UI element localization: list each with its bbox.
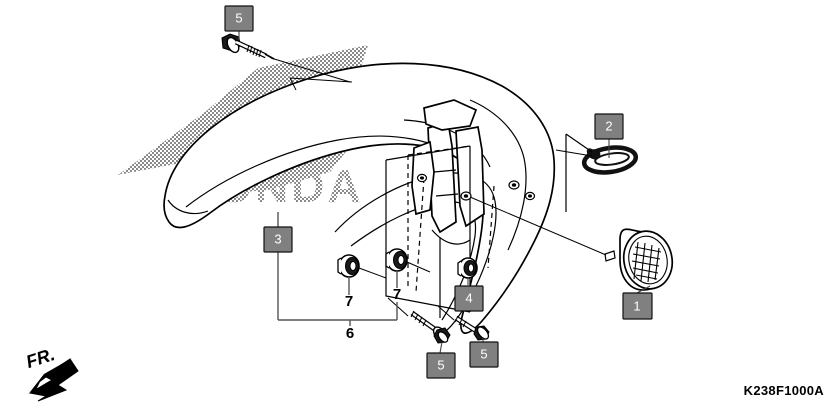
- flange-bolt-bottom-right: [454, 315, 490, 341]
- label-collar-right: 7: [393, 286, 401, 303]
- callout-box-2[interactable]: 2: [594, 113, 624, 140]
- bracket-hidden-lines: [407, 145, 495, 293]
- reflector-install-line: [469, 196, 607, 256]
- callout-leaders: [238, 31, 651, 354]
- callout-box-4[interactable]: 4: [454, 285, 484, 312]
- callout-box-5-bottom-right[interactable]: 5: [469, 341, 499, 368]
- flange-bolt-bottom-left: [410, 310, 451, 344]
- collar-right-part: [385, 248, 408, 272]
- bracket-group-lines: [277, 212, 398, 326]
- diagram-part-number: K238F1000A: [743, 383, 824, 398]
- callout-label: 3: [274, 231, 281, 246]
- collar-nut-part: [457, 257, 478, 279]
- grommet-install-line: [555, 149, 593, 157]
- collar-left-install-line: [358, 267, 387, 279]
- callout-box-5-top[interactable]: 5: [224, 5, 254, 32]
- collar-left-part: [337, 254, 360, 278]
- callout-label: 5: [480, 346, 487, 361]
- collar-right-install-line: [406, 261, 431, 273]
- bolt-bl-install-line: [387, 297, 409, 317]
- reflector-part: [604, 228, 674, 291]
- label-bracket-assembly: 6: [346, 325, 354, 342]
- callout-label: 1: [633, 298, 640, 313]
- callout-box-1[interactable]: 1: [622, 292, 653, 320]
- callout-label: 2: [605, 118, 612, 133]
- callout-box-5-bottom-left[interactable]: 5: [426, 352, 456, 379]
- fender-mounting-holes: [416, 173, 536, 201]
- bolt-top-install-line: [270, 57, 351, 83]
- front-direction-arrow: [28, 358, 79, 402]
- callout-box-3[interactable]: 3: [263, 226, 293, 253]
- bolt-br-install-line: [437, 305, 455, 321]
- label-collar-left: 7: [345, 293, 353, 310]
- bracket-plate-outline: [385, 145, 471, 318]
- callout-label: 4: [465, 290, 472, 305]
- callout-label: 5: [437, 357, 444, 372]
- callout-label: 5: [235, 10, 242, 25]
- flange-bolt-top: [221, 33, 275, 60]
- grommet-clip-part: [581, 145, 639, 175]
